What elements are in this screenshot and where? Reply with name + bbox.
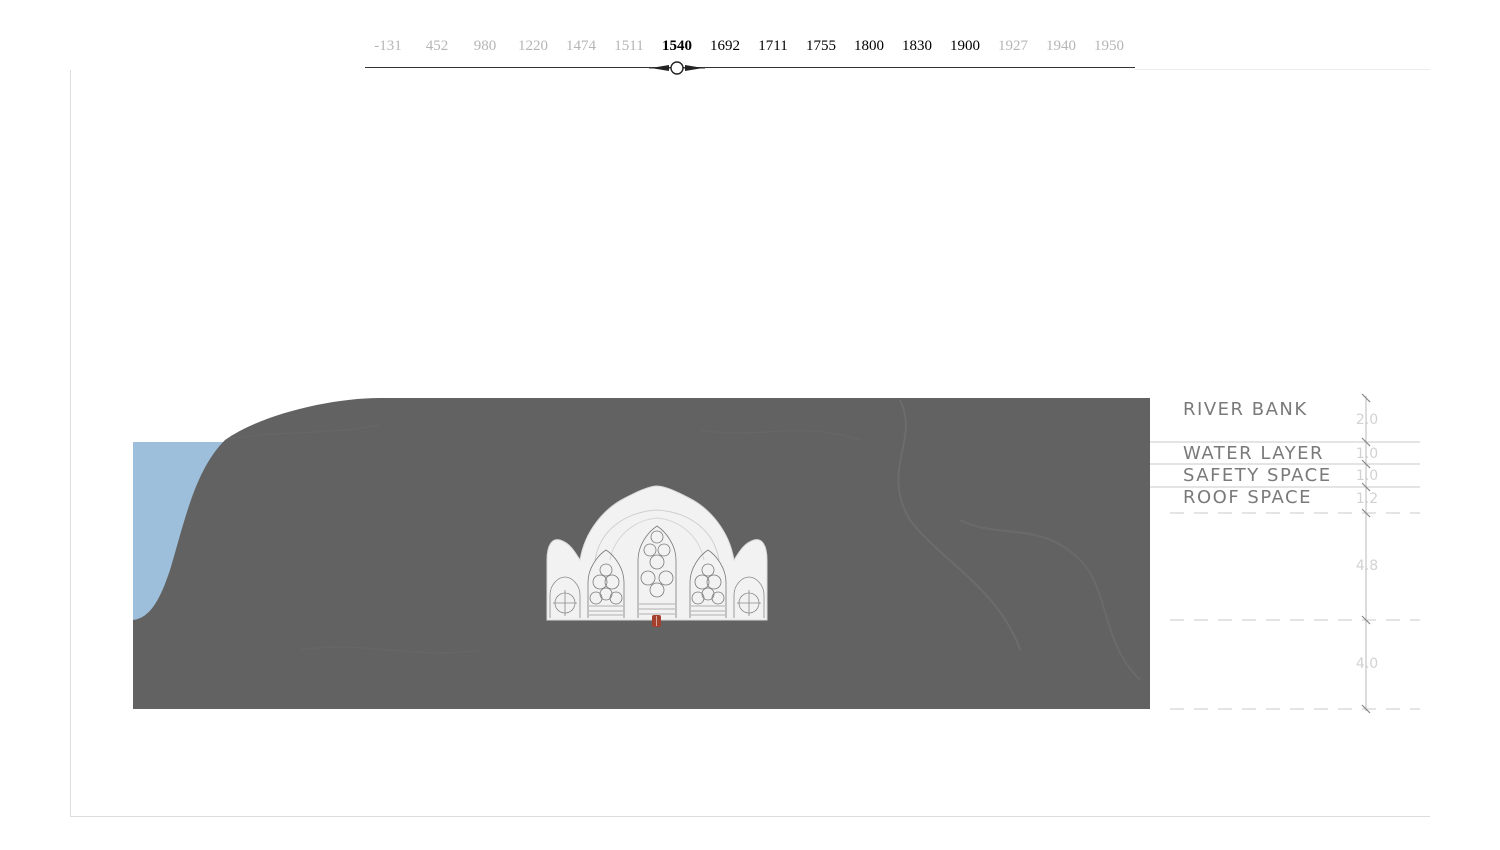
dimension-ticks (1361, 393, 1371, 714)
timeline-year[interactable]: 1927 (998, 38, 1028, 54)
underground-chapel-structure (546, 485, 768, 627)
timeline-year[interactable]: 1940 (1046, 38, 1076, 54)
timeline-year[interactable]: 1540 (662, 38, 692, 54)
timeline-year[interactable]: 1220 (518, 38, 548, 54)
timeline-year[interactable]: 1474 (566, 38, 596, 54)
timeline-year[interactable]: 452 (425, 38, 449, 54)
timeline-year[interactable]: 1711 (758, 38, 788, 54)
dim-value-roof-space: 1.2 (1355, 491, 1379, 507)
timeline-slider-handle-icon[interactable] (649, 60, 705, 76)
frame-left-border (70, 70, 71, 816)
frame-top-border (1135, 69, 1430, 70)
timeline-year[interactable]: 1830 (902, 38, 932, 54)
timeline-year[interactable]: 1511 (614, 38, 644, 54)
dim-value-water-layer: 1.0 (1355, 446, 1379, 462)
label-safety-space: SAFETY SPACE (1183, 465, 1332, 486)
label-river-bank: RIVER BANK (1183, 399, 1308, 420)
ground-texture (219, 399, 1141, 681)
frame-bottom-border (70, 816, 1430, 817)
dim-value-base-depth: 4.0 (1355, 656, 1379, 672)
timeline-year[interactable]: 1950 (1094, 38, 1124, 54)
timeline-year[interactable]: 1755 (806, 38, 836, 54)
timeline: -131 452 980 1220 1474 1511 1540 1692 1711 1755 18… (365, 36, 1135, 76)
dim-value-river-bank: 2.0 (1355, 412, 1379, 428)
timeline-year[interactable]: -131 (374, 38, 402, 54)
label-water-layer: WATER LAYER (1183, 443, 1325, 464)
timeline-year[interactable]: 1692 (710, 38, 740, 54)
dim-value-chapel-height: 4.8 (1355, 558, 1379, 574)
dim-value-safety-space: 1.0 (1355, 468, 1379, 484)
timeline-year[interactable]: 1800 (854, 38, 884, 54)
timeline-year[interactable]: 1900 (950, 38, 980, 54)
label-roof-space: ROOF SPACE (1183, 487, 1312, 508)
timeline-track[interactable] (365, 67, 1135, 68)
timeline-years: -131 452 980 1220 1474 1511 1540 1692 1711 1755 18… (365, 36, 1135, 60)
timeline-year[interactable]: 980 (473, 38, 497, 54)
dimension-guides (1150, 396, 1420, 711)
